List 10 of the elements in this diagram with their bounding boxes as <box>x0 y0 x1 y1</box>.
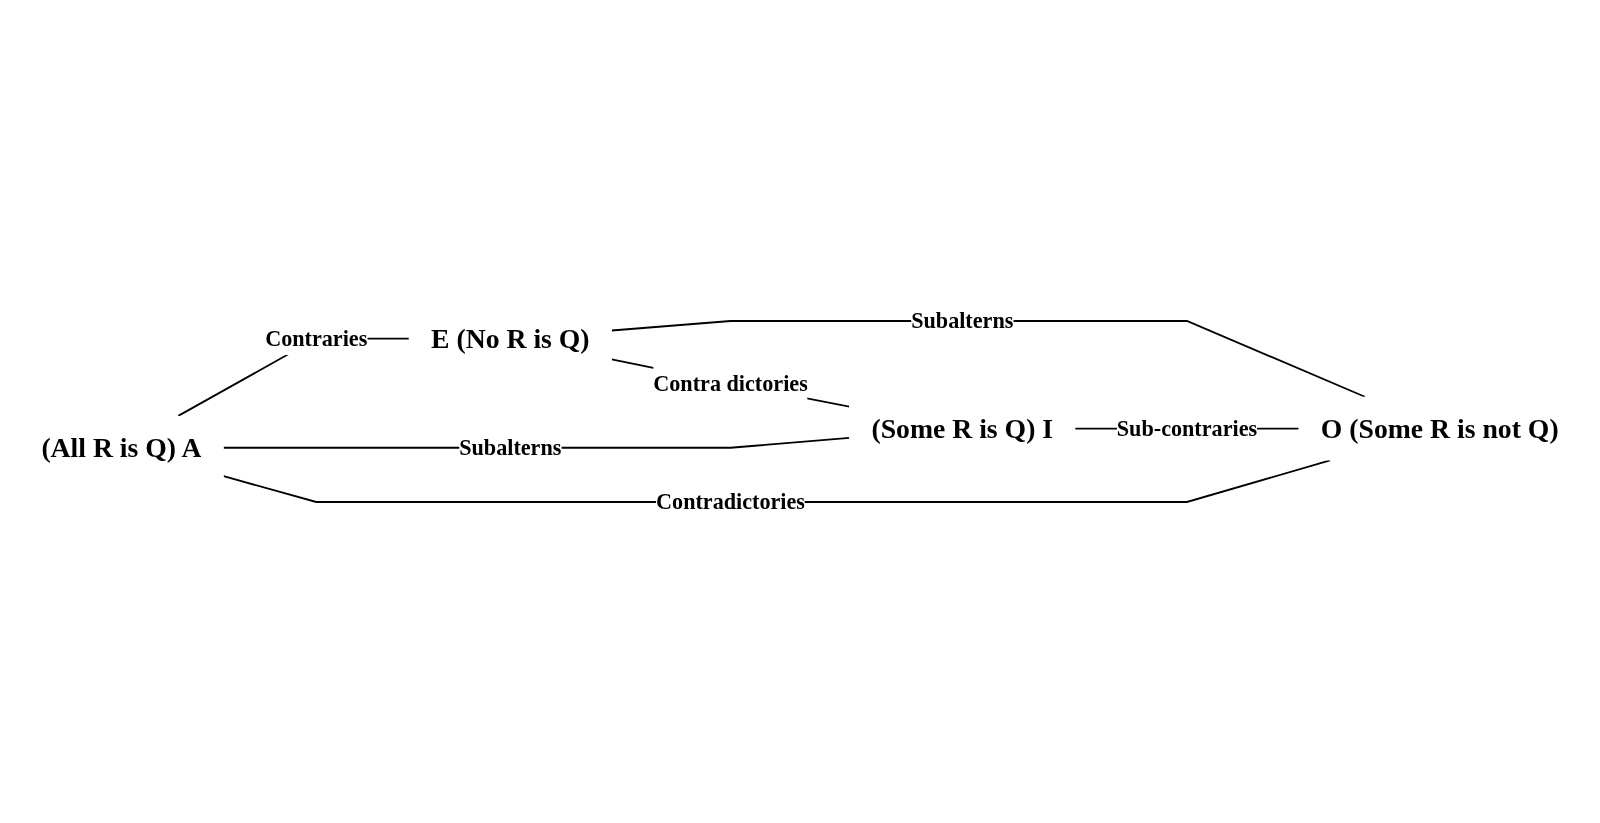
edge-label: Subalterns <box>911 309 1014 334</box>
node-text: (All R is Q) A <box>41 432 202 463</box>
node-text: O (Some R is not Q) <box>1320 413 1559 444</box>
edge-label: Sub-contraries <box>1116 416 1258 441</box>
node-text: E (No R is Q) <box>431 323 590 354</box>
node-text: (Some R is Q) I <box>871 413 1054 444</box>
edge-label: Contra dictories <box>653 371 808 396</box>
edge-label: Contradictories <box>656 489 805 514</box>
edge-label: Contraries <box>265 326 368 351</box>
edge-label: Subalterns <box>459 435 562 460</box>
